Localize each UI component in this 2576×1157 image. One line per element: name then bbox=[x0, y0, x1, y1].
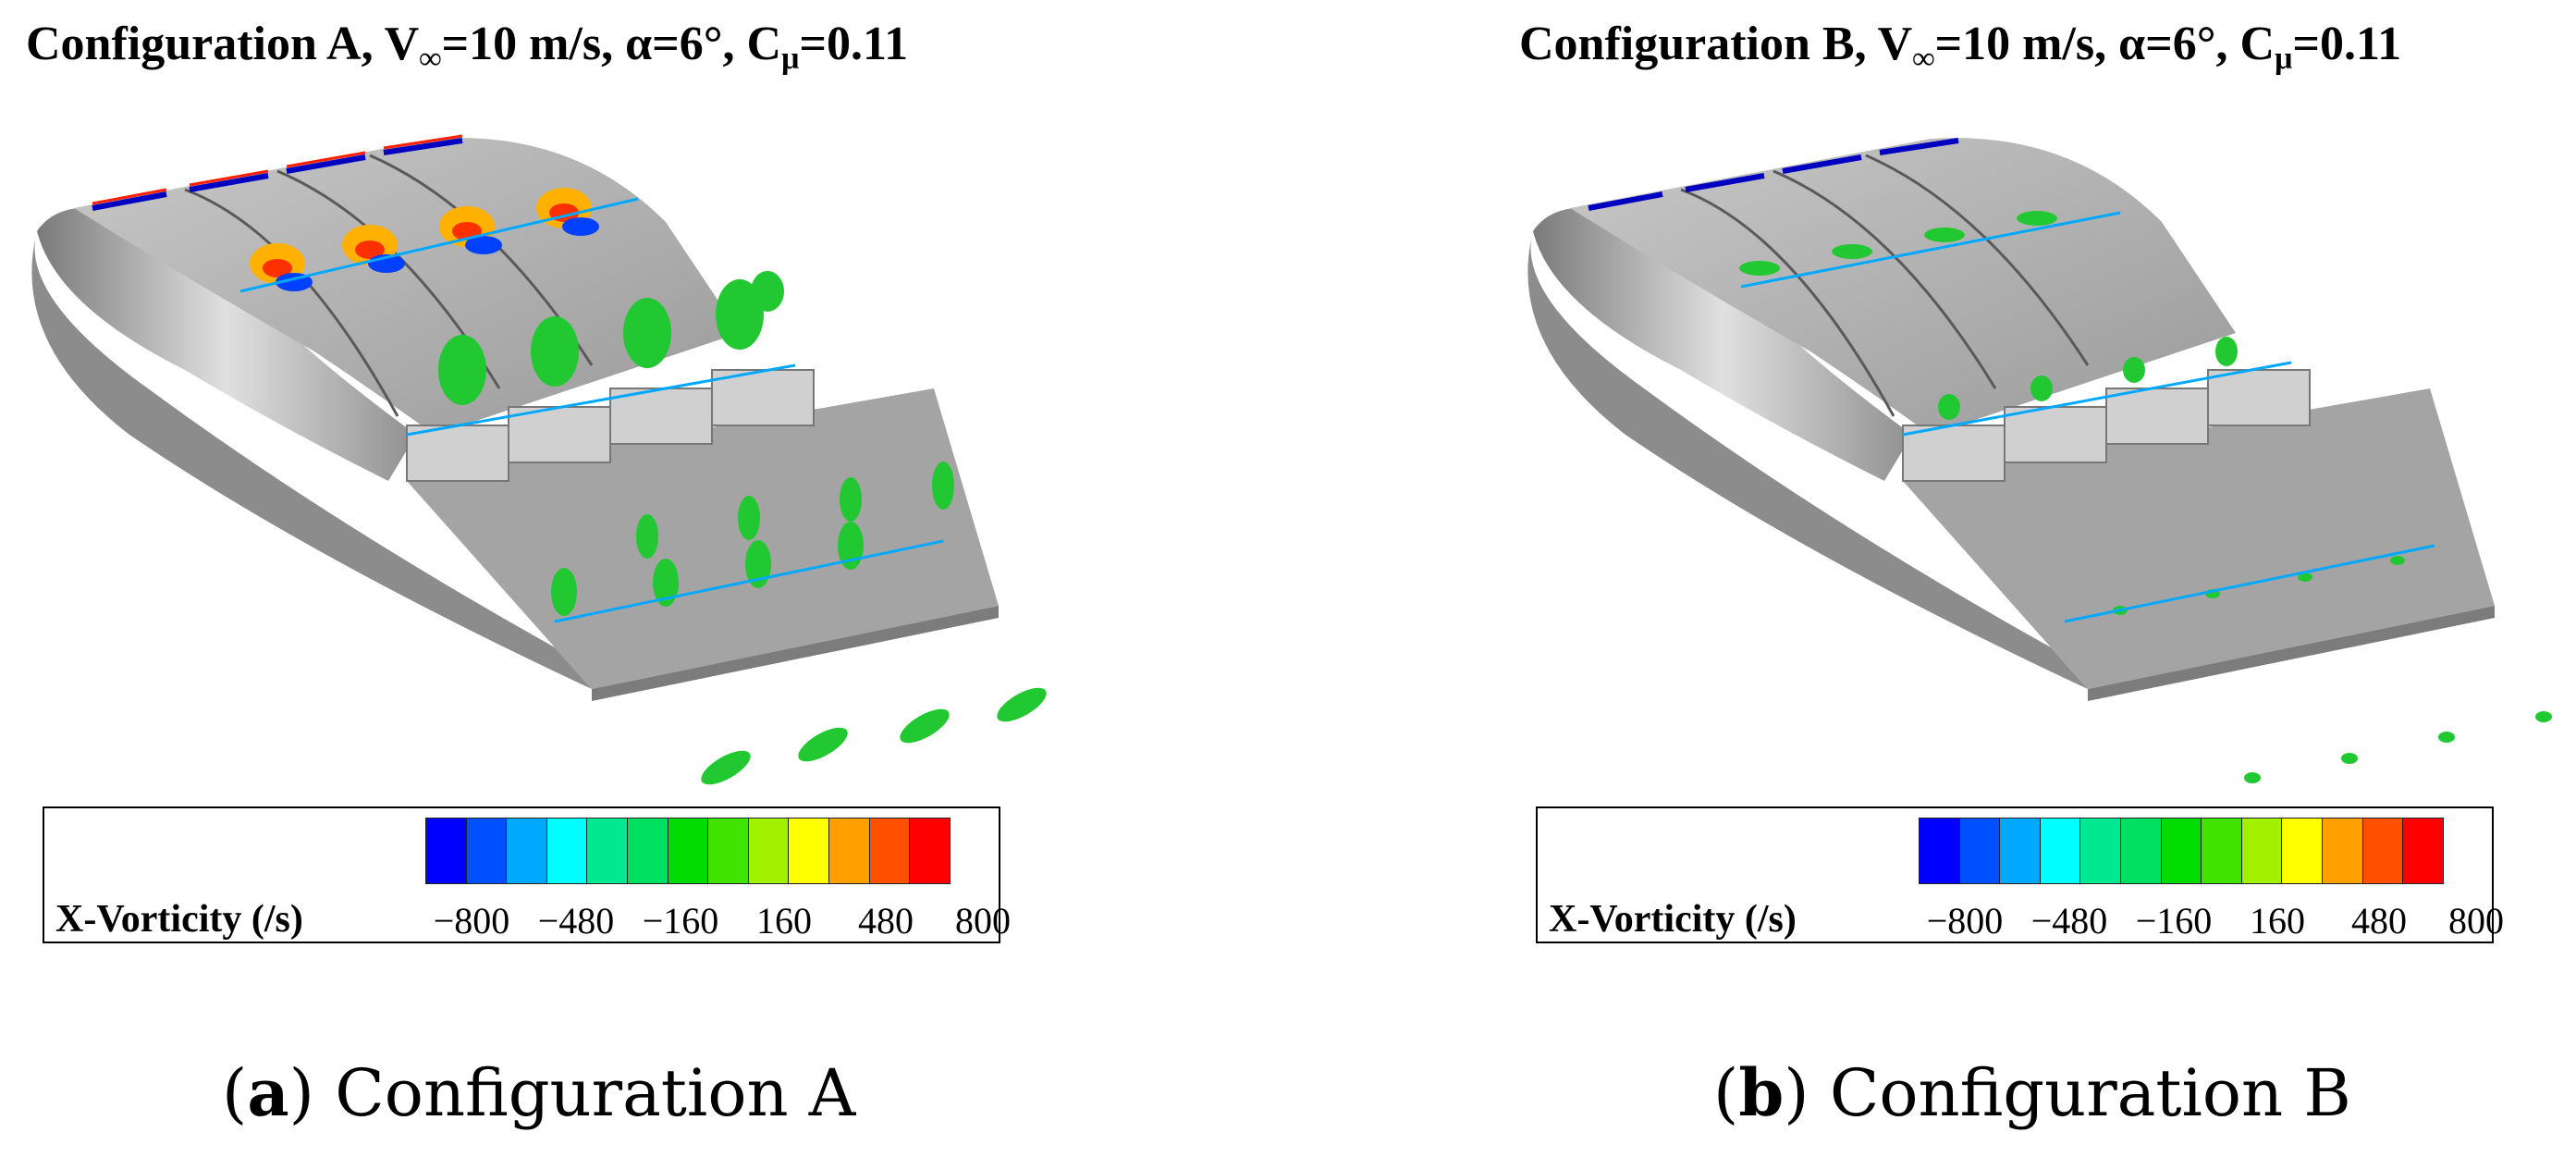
wake-vortices bbox=[701, 687, 1047, 785]
vortex-slice-row-1 bbox=[239, 188, 639, 293]
colorbar-legend: X-Vorticity (/s) −800 −480 −160 160 480 … bbox=[43, 806, 1011, 943]
vortex-slice-row-1 bbox=[1739, 211, 2121, 289]
colorbar-label: X-Vorticity (/s) bbox=[55, 898, 303, 941]
wing-vorticity-render bbox=[31, 134, 1047, 785]
colorbar-legend: X-Vorticity (/s) −800 −480 −160 160 480 … bbox=[1536, 806, 2504, 943]
flap bbox=[407, 388, 999, 689]
wing-body bbox=[31, 231, 592, 689]
colorbar-ticks: −800 −480 −160 160 480 800 bbox=[1861, 899, 2509, 942]
panel-caption: (a) Configuration A bbox=[222, 1054, 856, 1131]
wing-upper-surface bbox=[1570, 138, 2236, 435]
colorbar-tick: −160 bbox=[642, 900, 719, 942]
colorbar-tick: −800 bbox=[433, 900, 510, 942]
colorbar-label: X-Vorticity (/s) bbox=[1549, 898, 1797, 941]
colorbar-tick: 160 bbox=[756, 900, 812, 942]
colorbar-tick: 160 bbox=[2250, 900, 2305, 942]
wake-vortices bbox=[2244, 711, 2552, 783]
flap bbox=[1903, 388, 2495, 689]
colorbar-tick: 800 bbox=[955, 900, 1011, 942]
colorbar-tick: −480 bbox=[537, 900, 615, 942]
colorbar-tick: 480 bbox=[858, 900, 914, 942]
colorbar-tick: 800 bbox=[2448, 900, 2504, 942]
colorbar bbox=[425, 818, 951, 884]
vortex-slice-row-2 bbox=[1902, 337, 2292, 437]
colorbar-tick: 480 bbox=[2351, 900, 2407, 942]
panel-title: Configuration B, V∞=10 m/s, α=6°, Cμ=0.1… bbox=[1519, 18, 2402, 76]
wing-nose bbox=[1533, 207, 1912, 481]
wing-nose bbox=[37, 207, 416, 481]
vortex-slice-row-3 bbox=[551, 462, 954, 623]
colorbar bbox=[1919, 818, 2444, 884]
panel-configuration-b: Configuration B, V∞=10 m/s, α=6°, Cμ=0.1… bbox=[1288, 0, 2576, 1157]
wing-body bbox=[1527, 231, 2088, 689]
colorbar-tick: −480 bbox=[2030, 900, 2108, 942]
colorbar-tick: −160 bbox=[2135, 900, 2213, 942]
wing-vorticity-render bbox=[1527, 138, 2552, 783]
vortex-slice-row-3 bbox=[2064, 544, 2435, 623]
panel-configuration-a: Configuration A, V∞=10 m/s, α=6°, Cμ=0.1… bbox=[26, 18, 1047, 1131]
colorbar-ticks: −800 −480 −160 160 480 800 bbox=[368, 899, 1015, 942]
colorbar-tick: −800 bbox=[1926, 900, 2004, 942]
vortex-slice-row-2 bbox=[406, 271, 796, 437]
panel-title: Configuration A, V∞=10 m/s, α=6°, Cμ=0.1… bbox=[26, 18, 909, 76]
panel-caption: (b) Configuration B bbox=[1713, 1054, 2351, 1131]
